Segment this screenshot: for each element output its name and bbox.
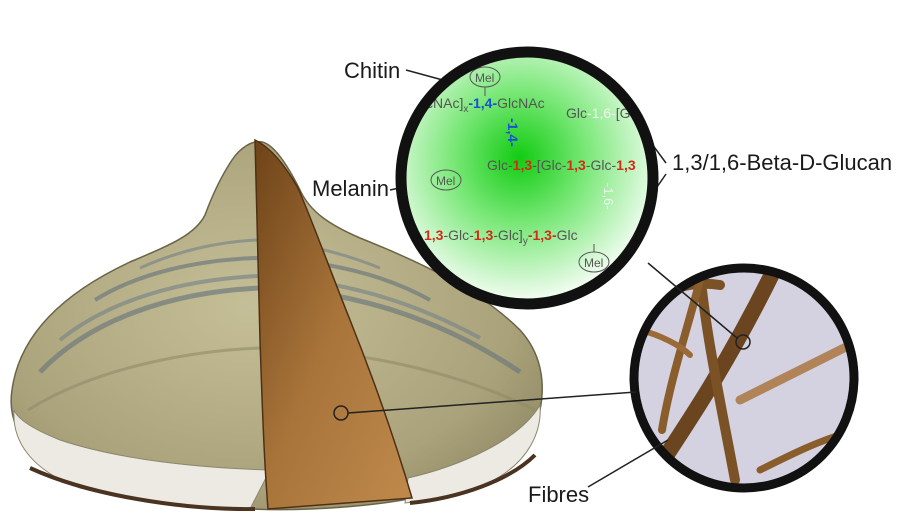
microscope-view bbox=[630, 265, 860, 495]
link-1-6: -1,6- bbox=[601, 183, 616, 210]
chemistry-lens: GlcNAc]x-1,4-GlcNAc Mel -1,4- Glc-1,6-[G… bbox=[401, 52, 653, 304]
link-1-4: -1,4- bbox=[505, 118, 521, 147]
melanin-group-top-label: Mel bbox=[475, 71, 494, 85]
formula-line3: Glc-1,3-[Glc-1,3-Glc-1,3 bbox=[487, 157, 636, 173]
melanin-group-bottom-label: Mel bbox=[584, 256, 603, 270]
connector-fibres-label bbox=[588, 440, 668, 487]
label-glucan: 1,3/1,6-Beta-D-Glucan bbox=[672, 150, 892, 176]
melanin-group-mid-label: Mel bbox=[436, 174, 455, 188]
label-chitin: Chitin bbox=[344, 58, 400, 84]
label-fibres: Fibres bbox=[528, 482, 589, 508]
label-melanin: Melanin bbox=[312, 176, 389, 202]
